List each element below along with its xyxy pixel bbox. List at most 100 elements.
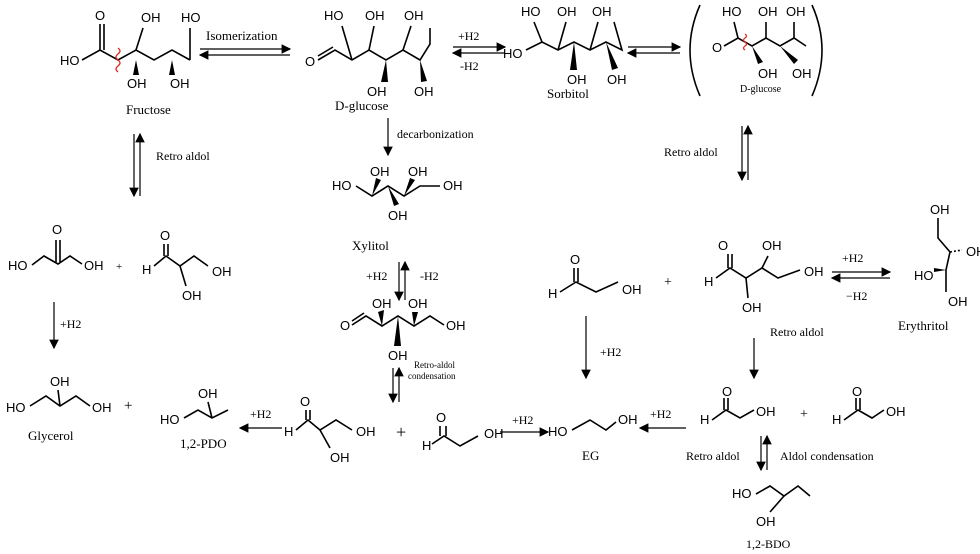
aldol-condensation-label: Aldol condensation [780,449,874,463]
glycerol-structure: HO OH OH [6,374,112,415]
erythrose-structure: O H OH OH OH [704,238,824,315]
atom-oh: OH [762,238,782,253]
eg-mid-plus-h2: +H2 [512,413,533,427]
pdo-structure: HO OH [160,386,229,427]
hydrogenation-arrow-1 [451,42,507,58]
atom-oh: OH [370,164,390,179]
atom-oh: OH [567,72,587,87]
atom-oh: OH [141,10,161,25]
equilibrium-arrow-sorbitol [626,42,682,58]
atom-oh: OH [408,164,428,179]
atom-oh: OH [484,426,504,441]
atom-oh: OH [182,288,202,303]
atom-oh: OH [367,84,387,99]
atom-oh: OH [622,282,642,297]
dihydroxyacetone-structure: HO O OH [8,222,104,273]
pdo-label: 1,2-PDO [180,436,227,451]
aldol-equilibrium-arrow [756,434,772,472]
fructose-structure: HO O OH HO OH OH [60,8,201,91]
atom-ho: HO [732,486,752,501]
erythritol-minus-h2: −H2 [846,289,867,303]
erythritol-equilibrium-arrow [830,267,892,283]
eg-right-plus-h2: +H2 [600,345,621,359]
atom-oh: OH [557,4,577,19]
atom-ho: HO [6,400,26,415]
atom-h: H [548,286,557,301]
eg-label: EG [582,448,599,463]
atom-ho: HO [503,46,523,61]
atom-oh: OH [446,318,466,333]
eg-left-plus-h2: +H2 [650,407,671,421]
atom-oh: OH [758,4,778,19]
atom-o: O [712,40,722,55]
isomerization-arrow [198,44,292,60]
glycolaldehyde-right-structure: O H OH [548,252,642,301]
d-glucose-label: D-glucose [335,98,389,113]
eg-structure: HO OH [548,412,638,439]
retro-aldol-c4-label: Retro aldol [770,325,824,339]
atom-oh: OH [408,296,428,311]
atom-ho: HO [181,10,201,25]
xylitol-minus-h2: -H2 [420,269,439,283]
atom-ho: HO [722,4,742,19]
decarbonization-label: decarbonization [397,127,474,141]
atom-oh: OH [592,4,612,19]
atom-ho: HO [332,178,352,193]
atom-ho: HO [324,8,344,23]
glycolaldehyde-pair-right: O H OH [832,384,906,427]
minus-h2-label: -H2 [460,59,479,73]
atom-oh: OH [443,178,463,193]
fructose-retro-aldol-arrow [129,132,145,198]
erythritol-plus-h2: +H2 [842,251,863,265]
atom-oh: OH [804,264,824,279]
atom-oh: OH [198,386,218,401]
fructose-label: Fructose [126,102,171,117]
atom-o: O [95,8,105,23]
atom-o: O [852,384,862,399]
atom-oh: OH [758,66,778,81]
plus-sign: + [800,407,808,422]
isomerization-label: Isomerization [206,28,278,43]
atom-oh: OH [356,424,376,439]
xylitol-structure: HO OH OH OH OH [332,164,463,223]
xylitol-plus-h2: +H2 [366,269,387,283]
atom-oh: OH [127,76,147,91]
atom-oh: OH [92,400,112,415]
erythritol-label: Erythritol [898,318,949,333]
bdo-label: 1,2-BDO [746,537,791,551]
atom-o: O [300,394,310,409]
glyceraldehyde-left-structure: O H OH OH [142,228,232,303]
atom-oh: OH [756,514,776,529]
atom-o: O [718,238,728,253]
retro-aldol-bottom-label: Retro aldol [686,449,740,463]
xylose-structure: O OH OH OH OH [340,296,466,363]
atom-ho: HO [548,424,568,439]
glucose-retro-aldol-arrow [737,124,753,182]
retro-aldol-condensation-label-2: condensation [408,371,456,381]
atom-h: H [284,424,293,439]
atom-oh: OH [886,404,906,419]
atom-oh: OH [388,208,408,223]
atom-h: H [704,274,713,289]
plus-sign: + [124,398,132,414]
retro-aldol-right-label: Retro aldol [664,145,718,159]
atom-h: H [142,262,151,277]
glycolaldehyde-pair-left: O H OH [700,384,776,427]
plus-small-sign: + [116,261,122,273]
atom-oh: OH [786,4,806,19]
atom-oh: OH [212,264,232,279]
atom-o: O [305,54,315,69]
sorbitol-structure: HO HO OH OH OH OH [503,4,627,87]
erythritol-structure: OH HO OH OH [914,202,980,309]
atom-o: O [160,228,170,243]
atom-oh: OH [966,244,980,259]
d-glucose-small-label: D-glucose [740,84,782,95]
plus-h2-label: +H2 [458,29,479,43]
pdo-plus-h2: +H2 [250,407,271,421]
xylitol-label: Xylitol [352,238,389,253]
right-parenthesis [811,4,823,97]
atom-oh: OH [388,348,408,363]
atom-oh: OH [170,76,190,91]
